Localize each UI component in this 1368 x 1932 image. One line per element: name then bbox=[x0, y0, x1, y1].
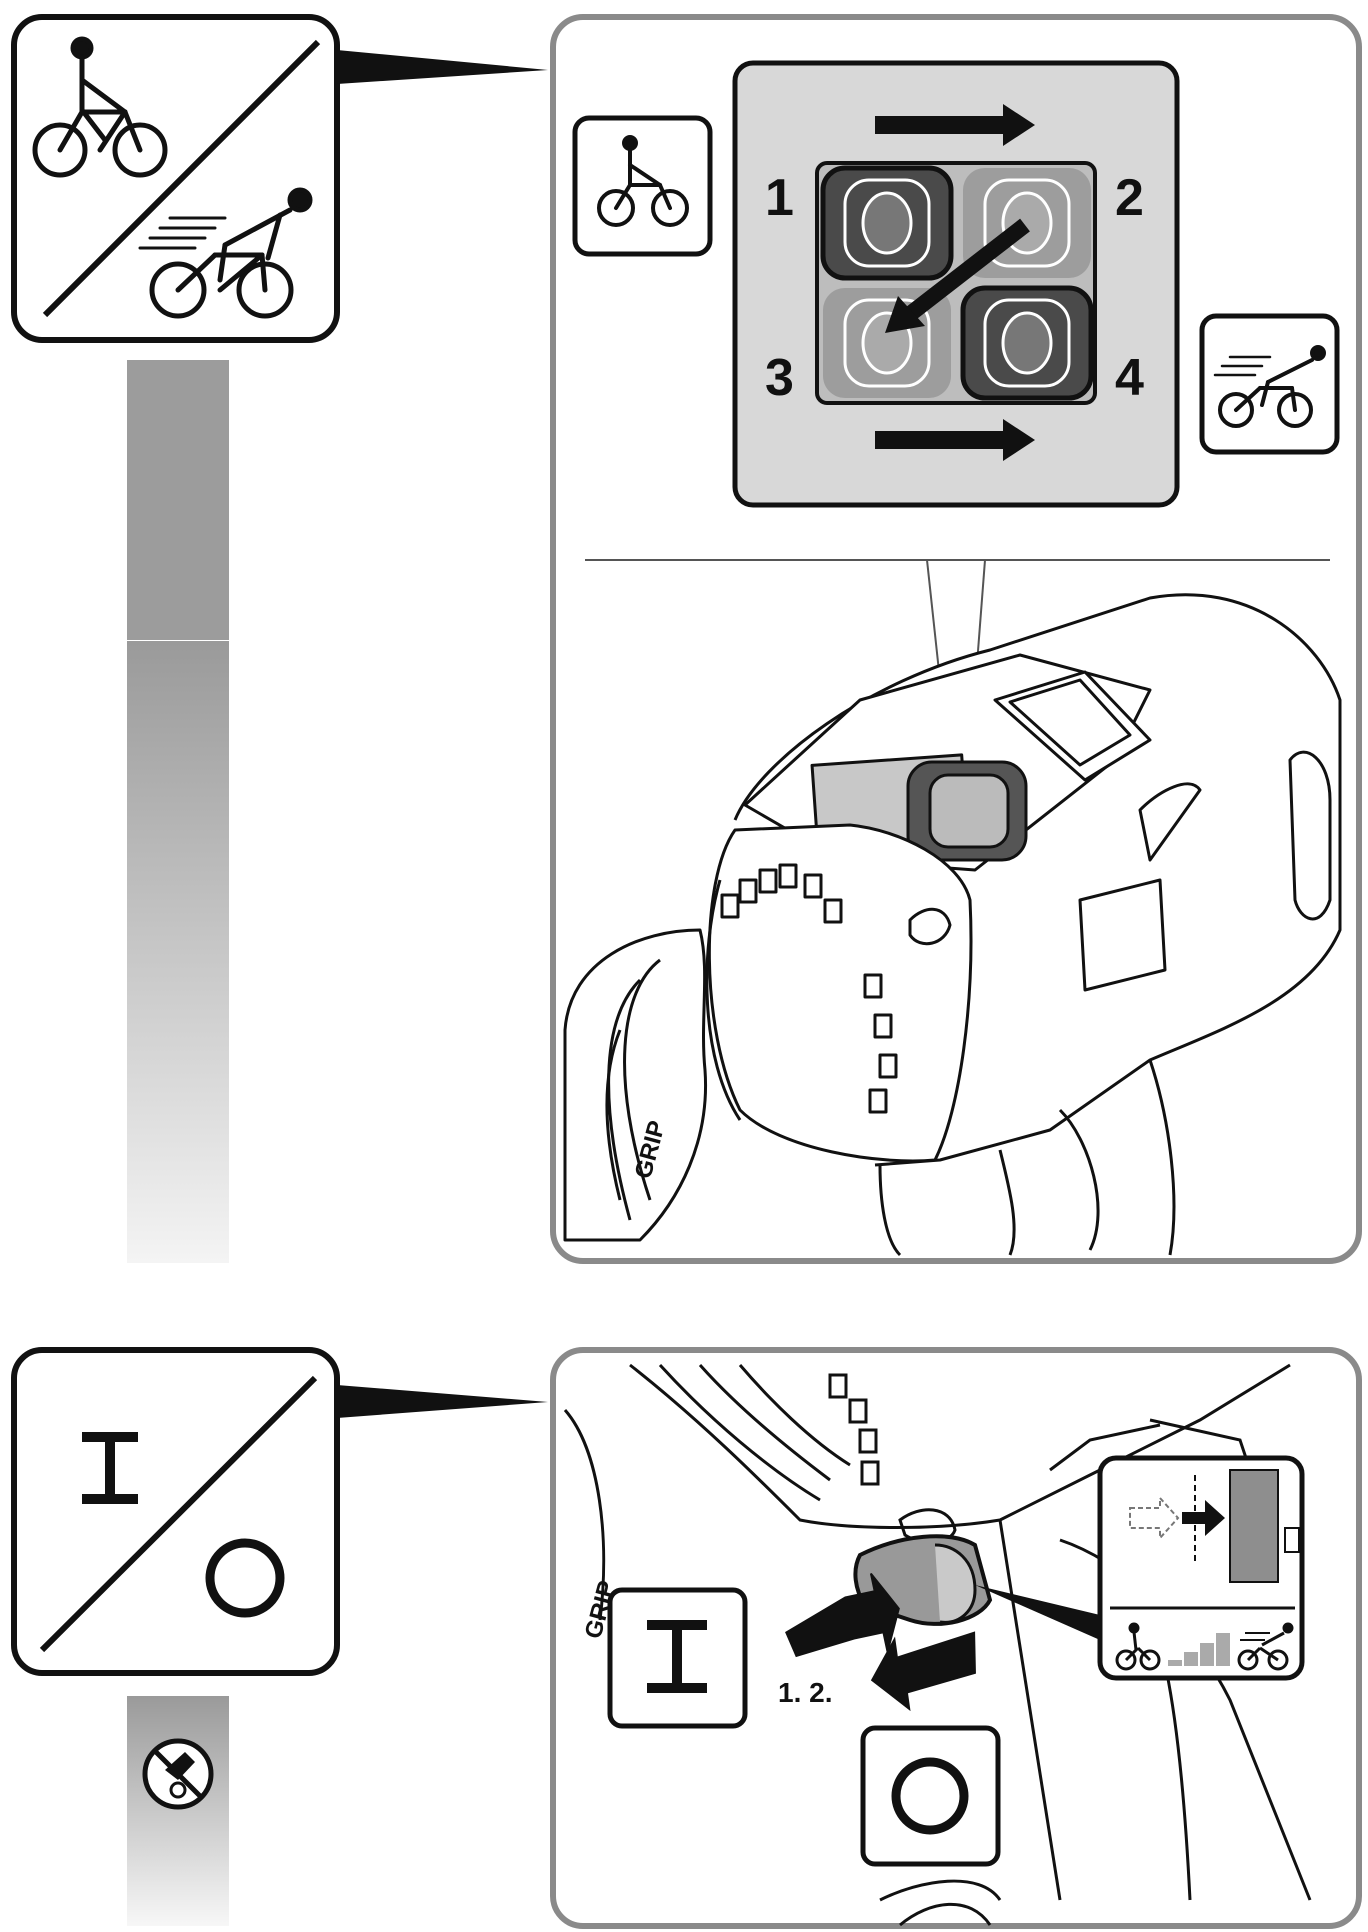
speed-mode-legend bbox=[11, 14, 548, 343]
position-label-2: 2 bbox=[1115, 169, 1144, 227]
top-side-bar-upper bbox=[127, 360, 229, 640]
cyclist-fast-icon bbox=[138, 187, 313, 319]
switch-position-diagram: 1 2 3 4 bbox=[732, 60, 1180, 508]
top-side-bar-lower bbox=[127, 641, 229, 1263]
switch-position-1 bbox=[820, 165, 954, 281]
arrow-right-top bbox=[875, 104, 1035, 146]
on-off-legend bbox=[11, 1347, 548, 1676]
position-label-1: 1 bbox=[765, 169, 794, 227]
push-arrow-out bbox=[870, 1631, 976, 1712]
speed-indicator-inset bbox=[975, 1455, 1305, 1681]
step-label: 1. 2. bbox=[778, 1677, 832, 1708]
slow-mode-badge bbox=[572, 115, 713, 257]
bottom-side-bar bbox=[127, 1696, 229, 1926]
arrow-diagonal bbox=[885, 218, 1030, 333]
push-arrow-in bbox=[785, 1572, 900, 1658]
fast-mode-badge bbox=[1199, 313, 1340, 455]
switch-position-4 bbox=[960, 285, 1094, 401]
tool-drawing-top bbox=[563, 593, 1342, 1257]
no-hammer-icon bbox=[142, 1738, 214, 1810]
cyclist-slow-icon bbox=[32, 36, 168, 178]
position-label-3: 3 bbox=[765, 349, 794, 407]
off-symbol-box bbox=[860, 1725, 1001, 1867]
arrow-right-bottom bbox=[875, 419, 1035, 461]
position-label-4: 4 bbox=[1115, 349, 1144, 407]
on-symbol-box bbox=[607, 1587, 748, 1729]
